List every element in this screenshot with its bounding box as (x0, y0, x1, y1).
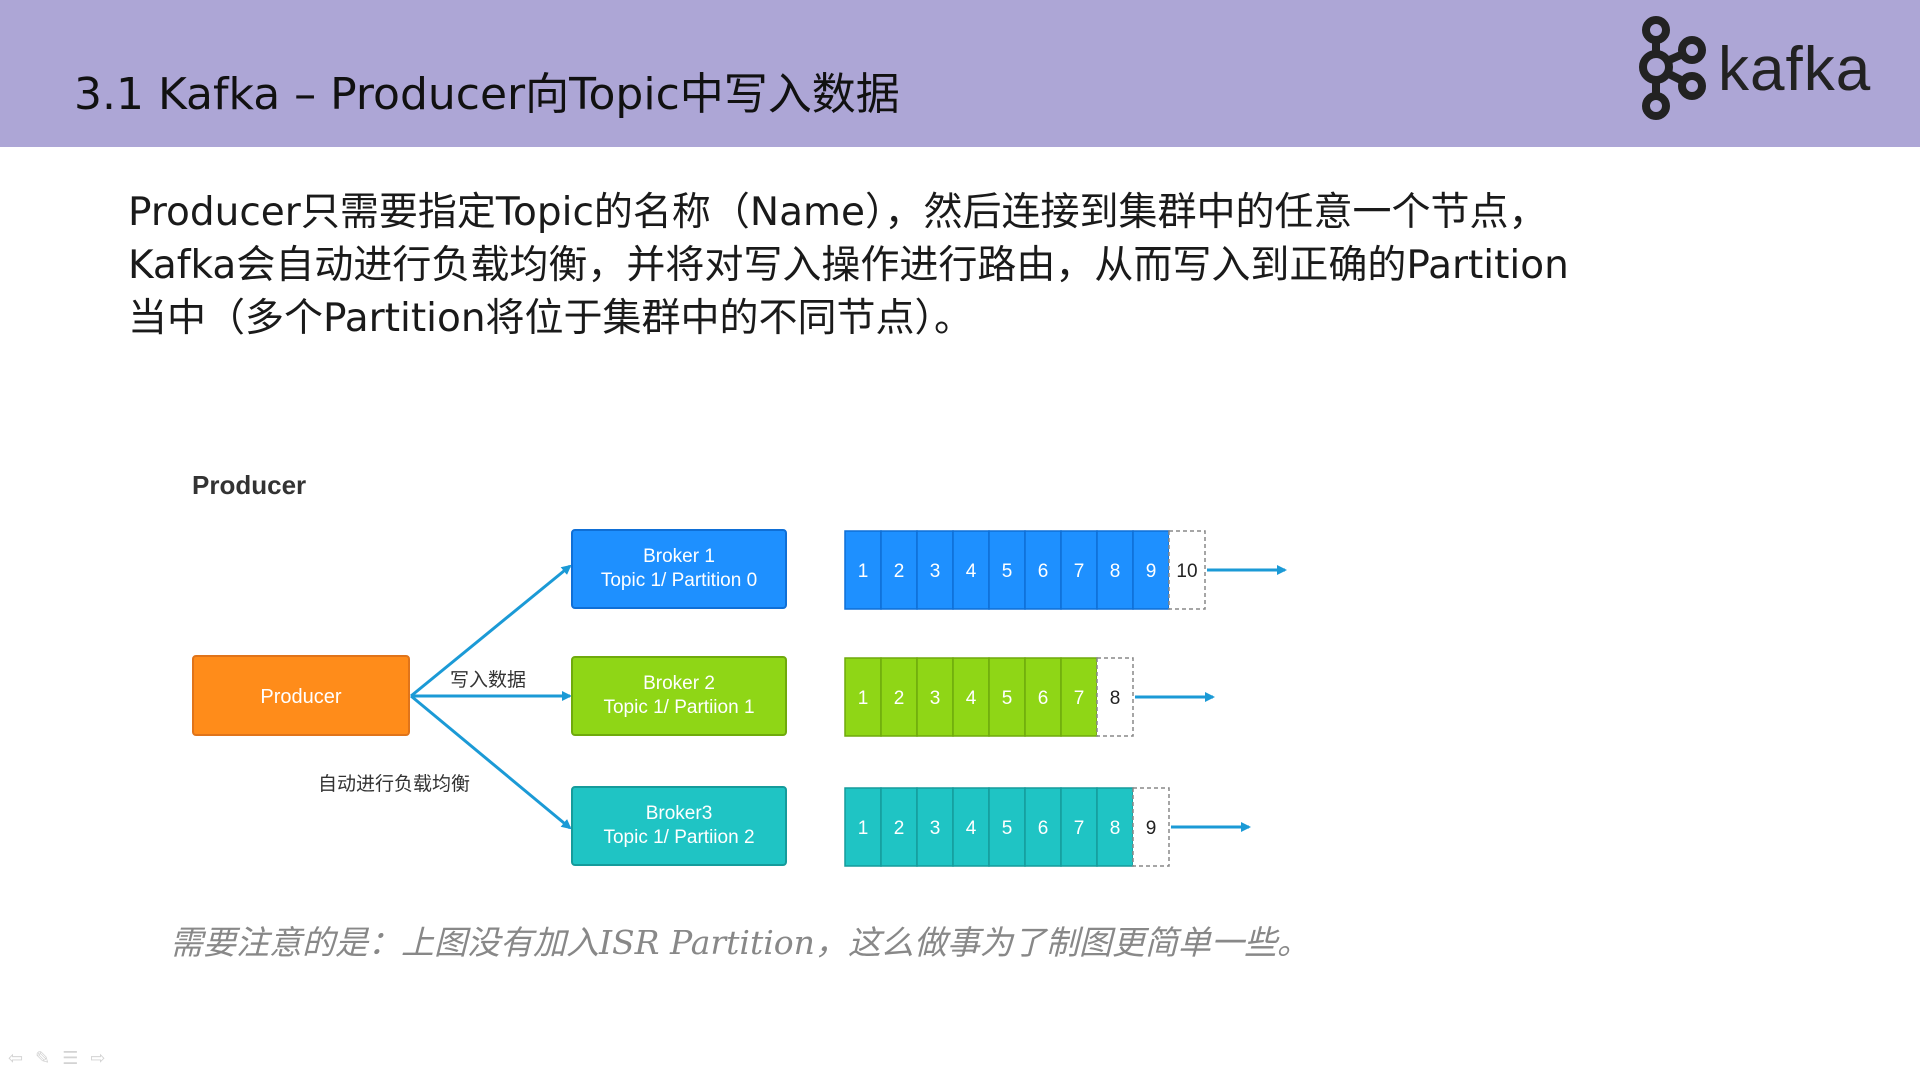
producer-box-label: Producer (260, 686, 341, 708)
header-bar: 3.1 Kafka – Producer向Topic中写入数据 kafka (0, 0, 1920, 147)
partition-offset: 6 (1038, 818, 1049, 839)
partition-offset: 5 (1002, 818, 1013, 839)
broker-topic-partition: Topic 1/ Partiion 2 (603, 827, 754, 848)
intro-line: Producer只需要指定Topic的名称（Name），然后连接到集群中的任意一… (128, 190, 1548, 235)
partition-cell (1096, 530, 1134, 610)
partition-cell (880, 530, 918, 610)
partition-offset: 4 (966, 688, 977, 709)
next-offset-cell (1168, 530, 1206, 610)
partition-cell (844, 530, 882, 610)
next-offset: 10 (1176, 561, 1197, 582)
broker-group: Broker 1 Topic 1/ Partition 0 1 2 3 4 5 6 7 8 9 10B… (571, 529, 1287, 867)
next-offset: 8 (1110, 688, 1121, 709)
partition-cell (952, 530, 990, 610)
partition-offset: 3 (930, 818, 941, 839)
partition-offset: 3 (930, 688, 941, 709)
partition-cell (1024, 530, 1062, 610)
arrow-to-broker-1 (410, 564, 572, 698)
partition-cell (1096, 787, 1134, 867)
partition-offset: 5 (1002, 688, 1013, 709)
broker-box (571, 656, 787, 736)
intro-line: Kafka会自动进行负载均衡，并将对写入操作进行路由，从而写入到正确的Parti… (128, 243, 1569, 288)
partition-offset: 1 (858, 818, 869, 839)
next-offset-cell (1132, 787, 1170, 867)
partition-cell (844, 657, 882, 737)
producer-box (192, 655, 410, 736)
diagram-heading: Producer (192, 470, 306, 500)
partition-cell (1024, 657, 1062, 737)
partition-offset: 9 (1146, 561, 1157, 582)
partition-cell (844, 787, 882, 867)
partition-offset: 8 (1110, 561, 1121, 582)
partition-offset: 2 (894, 688, 905, 709)
partition-offset: 1 (858, 688, 869, 709)
partition-offset: 2 (894, 561, 905, 582)
partition-cell (1060, 657, 1098, 737)
partition-cell (916, 657, 954, 737)
partition-cell (916, 530, 954, 610)
intro-line: 当中（多个Partition将位于集群中的不同节点）。 (128, 296, 974, 341)
broker-name: Broker3 (646, 803, 713, 824)
partition-cell (1060, 530, 1098, 610)
pen-icon[interactable]: ✎ (35, 1048, 51, 1069)
broker-name: Broker 2 (643, 673, 715, 694)
load-balance-label: 自动进行负载均衡 (318, 773, 470, 795)
broker-box (571, 786, 787, 866)
partition-offset: 4 (966, 818, 977, 839)
partition-offset: 6 (1038, 688, 1049, 709)
partition-offset: 7 (1074, 561, 1085, 582)
menu-icon[interactable]: ☰ (62, 1048, 79, 1069)
forward-icon[interactable]: ⇨ (90, 1048, 106, 1069)
next-offset-cell (1096, 657, 1134, 737)
partition-offset: 5 (1002, 561, 1013, 582)
broker-box (571, 529, 787, 609)
intro-text: Producer只需要指定Topic的名称（Name），然后连接到集群中的任意一… (128, 186, 1848, 345)
partition-offset: 8 (1110, 818, 1121, 839)
partition-cell (988, 787, 1026, 867)
partition-cell (1060, 787, 1098, 867)
broker-topic-partition: Topic 1/ Partition 0 (601, 570, 757, 591)
back-icon[interactable]: ⇦ (8, 1048, 24, 1069)
arrow-to-broker-3 (410, 694, 572, 830)
partition-offset: 3 (930, 561, 941, 582)
broker-name: Broker 1 (643, 546, 715, 567)
kafka-logo: kafka (1630, 10, 1920, 125)
partition-cell (880, 787, 918, 867)
kafka-logo-text: kafka (1718, 35, 1872, 104)
next-offset: 9 (1146, 818, 1157, 839)
partition-cell (916, 787, 954, 867)
footnote: 需要注意的是：上图没有加入ISR Partition，这么做事为了制图更简单一些… (170, 923, 1310, 962)
partition-offset: 2 (894, 818, 905, 839)
slide-title: 3.1 Kafka – Producer向Topic中写入数据 (74, 69, 900, 120)
slide-nav: ⇦ ✎ ☰ ⇨ (8, 1048, 105, 1069)
partition-offset: 7 (1074, 688, 1085, 709)
partition-cell (988, 657, 1026, 737)
partition-offset: 6 (1038, 561, 1049, 582)
partition-offset: 1 (858, 561, 869, 582)
partition-offset: 4 (966, 561, 977, 582)
broker-topic-partition: Topic 1/ Partiion 1 (603, 697, 754, 718)
partition-offset: 7 (1074, 818, 1085, 839)
kafka-logo-icon (1639, 16, 1706, 120)
partition-cell (1024, 787, 1062, 867)
write-data-label: 写入数据 (450, 669, 526, 691)
